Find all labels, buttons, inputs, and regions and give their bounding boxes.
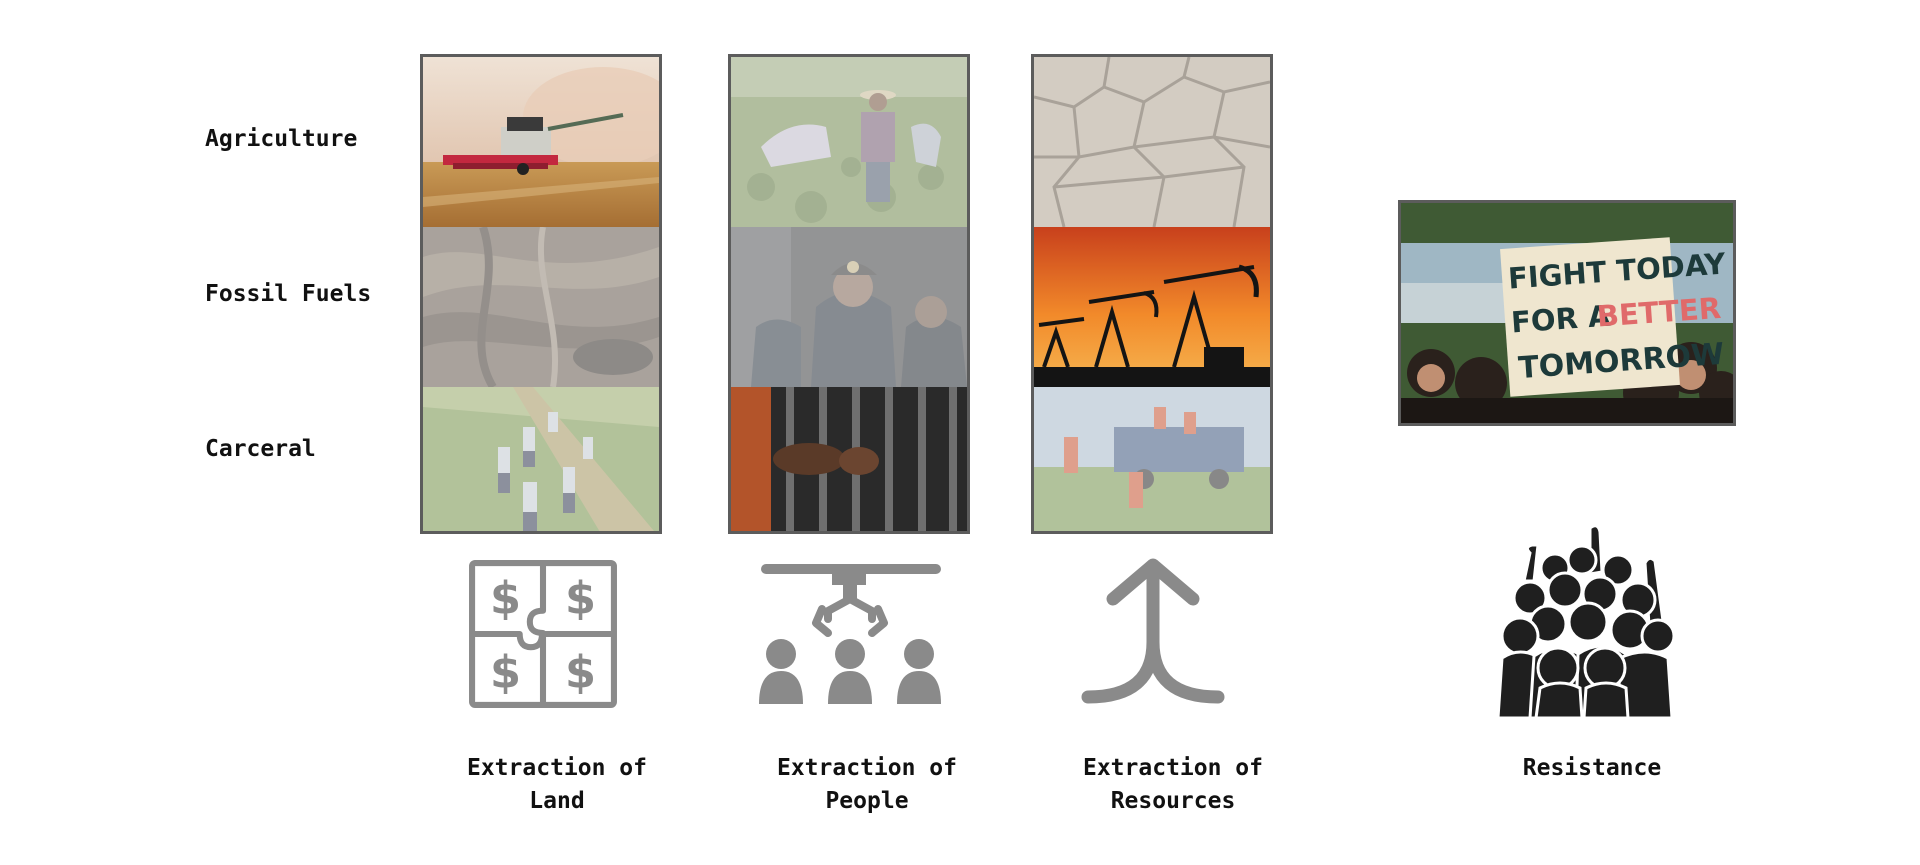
land-image-column <box>420 54 662 534</box>
svg-text:$: $ <box>490 573 521 625</box>
prison-crew-truck-photo <box>1034 387 1270 531</box>
aerial-mining-photo <box>423 227 659 387</box>
resources-image-column <box>1031 54 1273 534</box>
caption-resistance: Resistance <box>1522 755 1662 781</box>
svg-text:$: $ <box>565 573 596 625</box>
combine-harvester-photo <box>423 57 659 227</box>
caption-extraction-resources: Extraction of Resources <box>1043 752 1303 818</box>
caption-land-line2: Land <box>529 788 585 814</box>
caption-people-line1: Extraction of <box>776 755 957 781</box>
caption-extraction-land: Extraction of Land <box>427 752 687 818</box>
svg-text:$: $ <box>565 647 596 699</box>
caption-land-line1: Extraction of <box>466 755 647 781</box>
caption-people-line2: People <box>825 788 909 814</box>
coal-miners-photo <box>731 227 967 387</box>
caption-extraction-people: Extraction of People <box>737 752 997 818</box>
farmworkers-photo <box>731 57 967 227</box>
row-label-carceral: Carceral <box>205 436 316 462</box>
cracked-earth-photo <box>1034 57 1270 227</box>
row-label-fossil-fuels: Fossil Fuels <box>205 281 372 307</box>
field-labor-photo <box>423 387 659 531</box>
protest-sign-photo: FIGHT TODAY FOR A BETTER TOMORROW <box>1398 200 1736 426</box>
sign-line-2a: FOR A <box>1510 299 1612 340</box>
merge-arrow-icon <box>1078 556 1228 708</box>
svg-text:$: $ <box>490 647 521 699</box>
people-image-column <box>728 54 970 534</box>
row-label-agriculture: Agriculture <box>205 126 358 152</box>
claw-people-icon <box>756 558 946 710</box>
caption-resources-line2: Resources <box>1110 788 1236 814</box>
oil-pumpjacks-photo <box>1034 227 1270 387</box>
crowd-fists-icon <box>1490 518 1680 720</box>
caption-resources-line1: Extraction of <box>1082 755 1263 781</box>
puzzle-dollar-icon: $ $ $ $ <box>467 558 619 710</box>
prison-bars-photo <box>731 387 967 531</box>
